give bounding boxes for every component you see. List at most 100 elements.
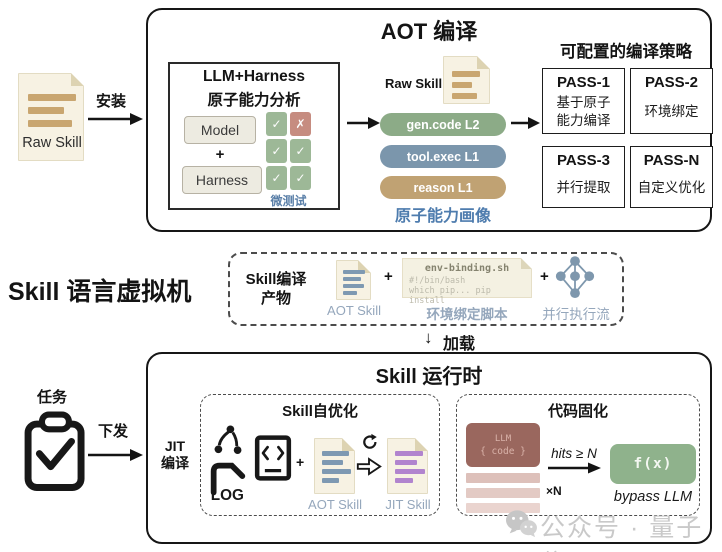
artifacts-plus-1: + (384, 268, 393, 285)
doc-line (28, 94, 76, 101)
profile-raw-skill-label: Raw Skill (385, 76, 443, 91)
doc-line (343, 277, 361, 281)
doc-line (395, 478, 413, 483)
script-line: #!/bin/bash (409, 276, 466, 286)
task-clipboard-icon (24, 411, 85, 491)
repeat-call-bar (466, 503, 540, 513)
runtime-section-title: Skill 运行时 (375, 366, 483, 388)
code-script-icon (254, 435, 292, 481)
vm-title: Skill 语言虚拟机 (8, 278, 192, 306)
strategies-title: 可配置的编译策略 (560, 43, 692, 61)
times-n-label: ×N (546, 484, 562, 498)
aot-skill-label: AOT Skill (327, 303, 381, 318)
artifacts-plus-2: + (540, 268, 549, 285)
analysis-title-line2: 原子能力分析 (207, 92, 301, 109)
arrow-right-icon (347, 117, 380, 129)
model-harness-plus: + (215, 146, 225, 163)
pass-1-desc: 能力编译 (556, 113, 611, 128)
env-binding-script-label: 环境绑定脚本 (426, 307, 508, 322)
capability-profile-caption: 原子能力画像 (394, 208, 491, 225)
analysis-title-line1: LLM+Harness (202, 68, 306, 85)
raw-skill-document-icon: Raw Skill (18, 73, 84, 161)
jit-compile-label: JIT 编译 (154, 438, 196, 472)
env-binding-script-box: env-binding.sh #!/bin/bash which pip... … (402, 258, 532, 306)
fx-function-box: f(x) (610, 444, 696, 484)
runtime-aot-skill-document-icon (314, 438, 355, 494)
doc-line (395, 469, 425, 474)
runtime-jit-skill-label: JIT Skill (385, 497, 431, 512)
pass-3-box: PASS-3 并行提取 (542, 146, 625, 208)
doc-line (452, 93, 477, 99)
pass-1-desc: 基于原子 (556, 95, 611, 111)
capability-pill-reason: reason L1 (380, 176, 506, 199)
aot-skill-document-icon (336, 260, 371, 300)
watermark-text: 公众号 · 量子位 (540, 514, 704, 552)
microtest-cell-pass: ✓ (290, 166, 311, 190)
pass-1-box: PASS-1 基于原子 能力编译 (542, 68, 625, 134)
pass-n-name: PASS-N (643, 152, 700, 169)
artifacts-label-line1: Skill编译 (245, 271, 307, 288)
refresh-icon (363, 433, 377, 449)
microtest-cell-pass: ✓ (266, 139, 287, 163)
jit-label-line1: JIT (164, 438, 186, 454)
load-label: 加载 (443, 336, 476, 353)
dispatch-label: 下发 (98, 423, 129, 440)
pass-3-name: PASS-3 (556, 152, 611, 169)
raw-skill-small-document-icon (443, 56, 490, 104)
microtest-cell-pass: ✓ (290, 139, 311, 163)
log-label: LOG (211, 487, 244, 502)
doc-line (322, 460, 343, 465)
microtest-cell-fail: ✗ (290, 112, 311, 136)
repeat-call-bar (466, 473, 540, 483)
pass-2-box: PASS-2 环境绑定 (630, 68, 713, 134)
script-line: which pip... pip install (409, 286, 491, 306)
llm-box-line2: { code } (480, 445, 526, 457)
jit-label-line2: 编译 (161, 454, 189, 471)
pass-2-desc: 环境绑定 (644, 104, 699, 120)
self-opt-plus: + (296, 454, 305, 470)
pass-n-box: PASS-N 自定义优化 (630, 146, 713, 208)
install-label: 安装 (96, 93, 127, 110)
microtest-label: 微测试 (270, 194, 307, 208)
wechat-icon (506, 510, 537, 538)
microtest-cell-pass: ✓ (266, 166, 287, 190)
pass-3-desc: 并行提取 (556, 180, 611, 196)
capability-pill-gen-code: gen.code L2 (380, 113, 506, 136)
doc-line (395, 451, 423, 456)
doc-line (452, 82, 472, 88)
bypass-llm-label: bypass LLM (613, 489, 693, 505)
doc-line (28, 107, 64, 114)
log-file-icon: LOG (211, 462, 246, 502)
doc-line (343, 284, 364, 288)
doc-line (322, 478, 339, 483)
jit-skill-document-icon (387, 438, 428, 494)
trace-branch-icon (214, 425, 242, 454)
install-arrow-right-icon (88, 113, 143, 125)
analysis-box: LLM+Harness 原子能力分析 Model + Harness ✓ ✗ ✓… (168, 62, 340, 210)
pass-1-name: PASS-1 (556, 74, 611, 91)
solidify-arrow-right-icon (548, 462, 601, 474)
doc-line (395, 460, 417, 465)
pass-n-desc: 自定义优化 (637, 180, 706, 196)
capability-pill-tool-exec: tool.exec L1 (380, 145, 506, 168)
load-down-arrow: ↓ (424, 328, 433, 347)
model-box: Model (184, 116, 256, 144)
aot-section-title: AOT 编译 (380, 19, 478, 44)
code-solidification-title: 代码固化 (547, 403, 608, 420)
doc-line (343, 291, 357, 295)
parallel-flow-label: 并行执行流 (542, 307, 610, 322)
repeat-call-bar (466, 488, 540, 498)
dispatch-arrow-right-icon (88, 449, 143, 461)
script-filename: env-binding.sh (424, 263, 510, 274)
harness-box: Harness (182, 166, 262, 194)
microtest-cell-pass: ✓ (266, 112, 287, 136)
llm-code-box: LLM { code } (466, 423, 540, 467)
doc-line (343, 270, 365, 274)
arrow-right-icon (511, 117, 540, 129)
doc-line (28, 120, 72, 127)
llm-box-line1: LLM (494, 433, 512, 444)
transform-arrow-icon (356, 457, 382, 476)
doc-line (452, 71, 480, 77)
pass-2-name: PASS-2 (644, 74, 699, 91)
parallel-dag-icon (555, 256, 595, 298)
